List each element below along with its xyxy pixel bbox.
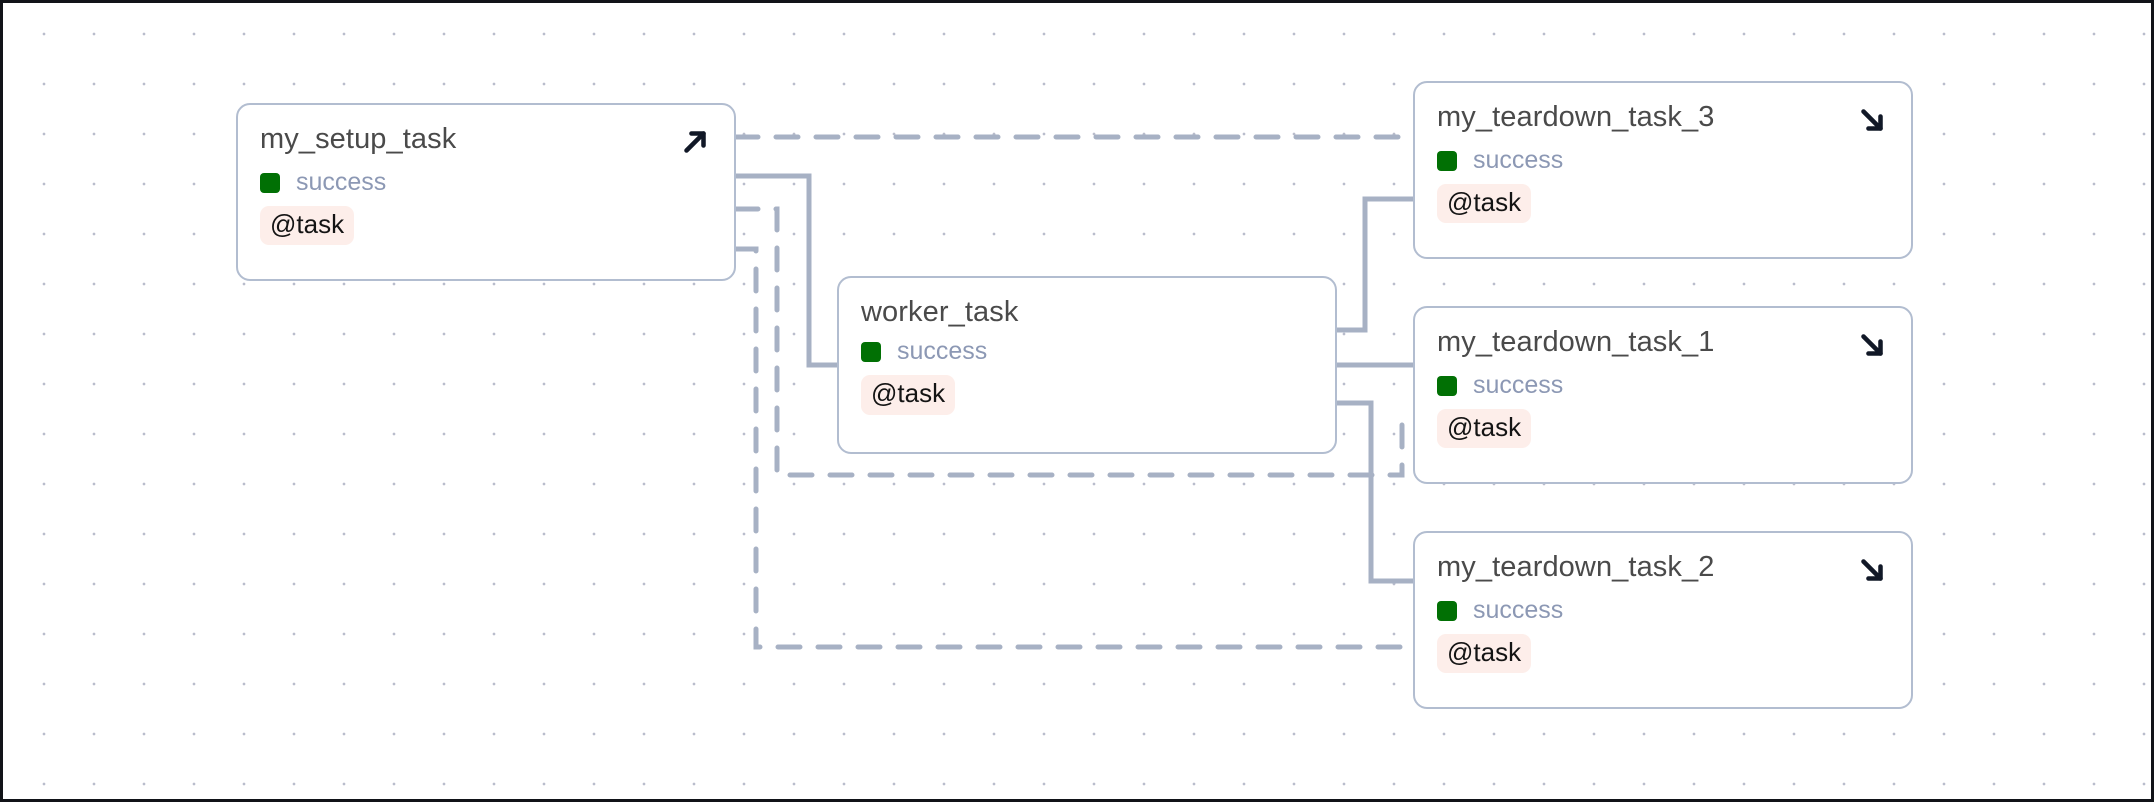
node-badge-wrap: @task	[1437, 173, 1889, 224]
status-swatch	[1437, 600, 1457, 621]
arrow-up-right-icon	[678, 125, 712, 159]
node-badge-wrap: @task	[1437, 398, 1889, 449]
node-badge-wrap: @task	[861, 364, 1313, 415]
node-header: worker_task	[861, 296, 1313, 328]
arrow-down-right-icon	[1855, 328, 1889, 362]
node-header: my_teardown_task_3	[1437, 101, 1889, 137]
status-label: success	[1473, 371, 1564, 399]
arrow-down-right-icon	[1855, 103, 1889, 137]
node-state-row: success	[861, 339, 1313, 364]
arrow-down-right-icon	[1855, 553, 1889, 587]
node-title: my_teardown_task_1	[1437, 326, 1715, 358]
node-state-row: success	[1437, 148, 1889, 173]
node-title: my_teardown_task_3	[1437, 101, 1715, 133]
node-state-row: success	[260, 170, 712, 195]
status-swatch	[1437, 375, 1457, 396]
node-badge-wrap: @task	[260, 195, 712, 246]
status-label: success	[1473, 146, 1564, 174]
status-label: success	[1473, 596, 1564, 624]
dag-node-worker-task[interactable]: worker_task success @task	[837, 276, 1337, 454]
edge-setup-to-worker	[736, 173, 837, 368]
status-swatch	[260, 172, 280, 193]
status-label: success	[897, 337, 988, 366]
node-state-row: success	[1437, 598, 1889, 623]
node-title: my_teardown_task_2	[1437, 551, 1715, 583]
dag-node-my-teardown-task-2[interactable]: my_teardown_task_2 success @task	[1413, 531, 1913, 709]
edge-worker-to-teardown3	[1337, 196, 1413, 333]
dag-node-my-teardown-task-1[interactable]: my_teardown_task_1 success @task	[1413, 306, 1913, 484]
dag-node-my-teardown-task-3[interactable]: my_teardown_task_3 success @task	[1413, 81, 1913, 259]
task-type-badge: @task	[861, 375, 956, 415]
node-header: my_setup_task	[260, 123, 712, 159]
edge-worker-to-teardown2	[1337, 400, 1413, 584]
status-label: success	[296, 168, 387, 196]
status-swatch	[1437, 150, 1457, 171]
node-header: my_teardown_task_2	[1437, 551, 1889, 587]
task-type-badge: @task	[1437, 184, 1532, 224]
node-title: worker_task	[861, 296, 1019, 328]
dag-node-my-setup-task[interactable]: my_setup_task success @task	[236, 103, 736, 281]
node-title: my_setup_task	[260, 123, 457, 155]
node-header: my_teardown_task_1	[1437, 326, 1889, 362]
node-state-row: success	[1437, 373, 1889, 398]
task-type-badge: @task	[260, 206, 355, 246]
status-swatch	[861, 341, 881, 362]
task-type-badge: @task	[1437, 634, 1532, 674]
node-badge-wrap: @task	[1437, 623, 1889, 674]
task-type-badge: @task	[1437, 409, 1532, 449]
